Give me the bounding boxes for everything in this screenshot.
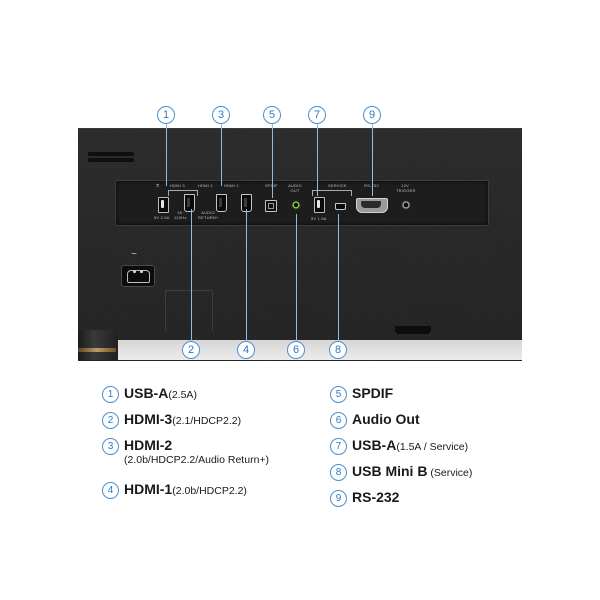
callout-line — [272, 124, 273, 198]
legend-main: HDMI-1 — [124, 481, 173, 497]
hdmi1-label: HDMI 1 — [224, 183, 239, 188]
legend-num: 9 — [330, 490, 347, 507]
label-bracket — [168, 190, 198, 196]
service-label: SERVICE — [328, 183, 347, 188]
callout-1: 1 — [157, 106, 175, 124]
hdmi-3-port[interactable] — [184, 194, 195, 212]
legend-second-line: (2.0b/HDCP2.2/Audio Return+) — [124, 454, 270, 466]
hdmi3-sub-label: 4K 120Hz — [174, 210, 187, 220]
legend-main: HDMI-3 — [124, 411, 173, 427]
cable-clip — [165, 290, 213, 331]
legend-main: Audio Out — [352, 411, 420, 427]
legend-item-5: 5 SPDIF — [330, 385, 393, 403]
usb-power-label: 5V 2.5A — [154, 215, 170, 220]
callout-line — [191, 209, 192, 342]
callout-8: 8 — [329, 341, 347, 359]
rs232-label: RS-232 — [364, 183, 379, 188]
callout-line — [221, 124, 222, 186]
legend-sub: (2.1/HDCP2.2) — [172, 415, 242, 427]
io-panel: ⎊ HDMI 3 HDMI 2 HDMI 1 SPDIF AUDIO OUT S… — [115, 180, 489, 226]
usb-a-port-2[interactable] — [314, 197, 325, 213]
legend-main: USB-A — [124, 385, 169, 401]
audio-out-jack[interactable] — [291, 200, 301, 210]
callout-7: 7 — [308, 106, 326, 124]
usb-label: ⎊ — [156, 183, 160, 188]
legend-main: USB-A — [352, 437, 397, 453]
legend-item-3: 3 HDMI-2 (2.0b/HDCP2.2/Audio Return+) — [102, 437, 269, 466]
gold-trim — [78, 348, 116, 352]
hdmi2-label: HDMI 2 — [198, 183, 213, 188]
legend-item-8: 8 USB Mini B (Service) — [330, 463, 472, 481]
legend-num: 4 — [102, 482, 119, 499]
callout-line — [338, 214, 339, 342]
power-inlet[interactable] — [121, 265, 155, 287]
callout-line — [372, 124, 373, 196]
legend-sub: (2.0b/HDCP2.2) — [172, 485, 247, 497]
spdif-port[interactable] — [265, 200, 277, 212]
legend-num: 1 — [102, 386, 119, 403]
legend-item-7: 7 USB-A(1.5A / Service) — [330, 437, 468, 455]
vent-slot — [88, 152, 134, 156]
hdmi3-label: HDMI 3 — [170, 183, 185, 188]
callout-6: 6 — [287, 341, 305, 359]
usb-a-port-1[interactable] — [158, 197, 169, 213]
legend-main: USB Mini B — [352, 463, 428, 479]
callout-5: 5 — [263, 106, 281, 124]
legend-num: 6 — [330, 412, 347, 429]
trigger-label: 12V TRIGGER — [396, 183, 416, 193]
callout-3: 3 — [212, 106, 230, 124]
callout-2: 2 — [182, 341, 200, 359]
label-bracket — [312, 190, 352, 196]
trigger-jack[interactable] — [401, 200, 411, 210]
legend-num: 5 — [330, 386, 347, 403]
legend-item-2: 2 HDMI-3(2.1/HDCP2.2) — [102, 411, 241, 429]
callout-line — [246, 209, 247, 342]
ac-symbol: ~ — [131, 249, 137, 260]
hdmi-2-port[interactable] — [216, 194, 227, 212]
vent-slot — [88, 158, 134, 162]
legend-main: HDMI-2 — [124, 437, 173, 453]
projector-foot — [395, 326, 431, 334]
legend-num: 7 — [330, 438, 347, 455]
legend-sub: (Service) — [427, 467, 473, 479]
legend-num: 2 — [102, 412, 119, 429]
callout-line — [166, 124, 167, 186]
legend-num: 3 — [102, 438, 119, 455]
lens-housing — [78, 330, 118, 360]
rs232-port[interactable] — [356, 198, 388, 213]
callout-4: 4 — [237, 341, 255, 359]
legend-main: RS-232 — [352, 489, 400, 505]
legend-item-1: 1 USB-A(2.5A) — [102, 385, 197, 403]
legend-sub: (2.5A) — [168, 389, 197, 401]
usb-mini-b-port[interactable] — [335, 203, 346, 210]
legend-item-4: 4 HDMI-1(2.0b/HDCP2.2) — [102, 481, 247, 499]
legend-sub: (1.5A / Service) — [396, 441, 469, 453]
callout-line — [296, 214, 297, 342]
spdif-label: SPDIF — [265, 183, 278, 188]
callout-9: 9 — [363, 106, 381, 124]
projector-rear-panel — [78, 128, 522, 361]
legend-main: SPDIF — [352, 385, 394, 401]
callout-line — [317, 124, 318, 196]
usb2-power-label: 5V 1.5A — [311, 216, 327, 221]
hdmi2-sub-label: AUDIO RETURN+ — [198, 210, 219, 220]
legend-item-6: 6 Audio Out — [330, 411, 420, 429]
legend-item-9: 9 RS-232 — [330, 489, 399, 507]
audio-out-label: AUDIO OUT — [288, 183, 302, 193]
legend-num: 8 — [330, 464, 347, 481]
